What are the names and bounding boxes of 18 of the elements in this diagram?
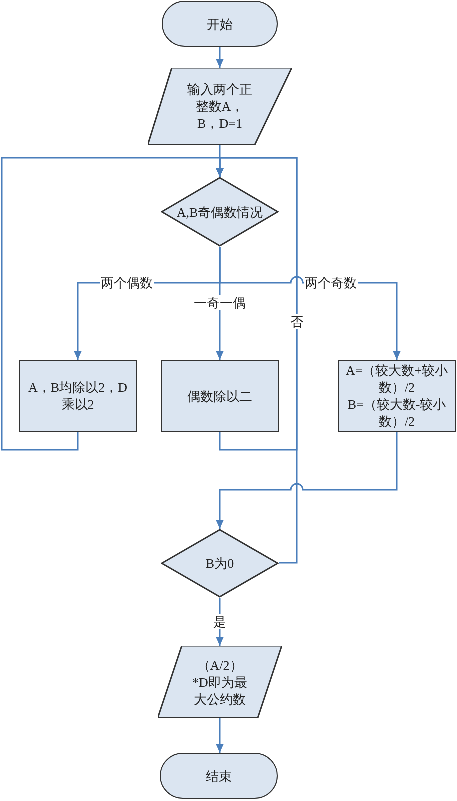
arrow [216,718,224,753]
process-box: 偶数除以二 [161,360,279,432]
decision-diamond: B为0 [161,529,279,598]
edge-label: 一奇一偶 [193,296,247,310]
arrow [216,432,398,529]
terminal-shape: 开始 [162,1,278,47]
process-box: A，B均除以2，D乘以2 [19,360,137,432]
edge-label: 否 [290,314,304,330]
edge-label: 两个偶数 [100,276,154,290]
arrow [216,47,224,68]
edge-label: 两个奇数 [304,276,358,290]
terminal-shape: 结束 [160,753,278,799]
input-output-shape: 输入两个正整数A，B，D=1 [148,68,292,145]
input-output-shape: （A/2）*D即为最大公约数 [158,646,282,718]
edge-label: 是 [212,614,228,630]
decision-diamond: A,B奇偶数情况 [161,177,279,247]
arrow [216,157,298,564]
process-box: A=（较大数+较小数）/2 B=（较大数-较小数）/2 [338,360,456,432]
